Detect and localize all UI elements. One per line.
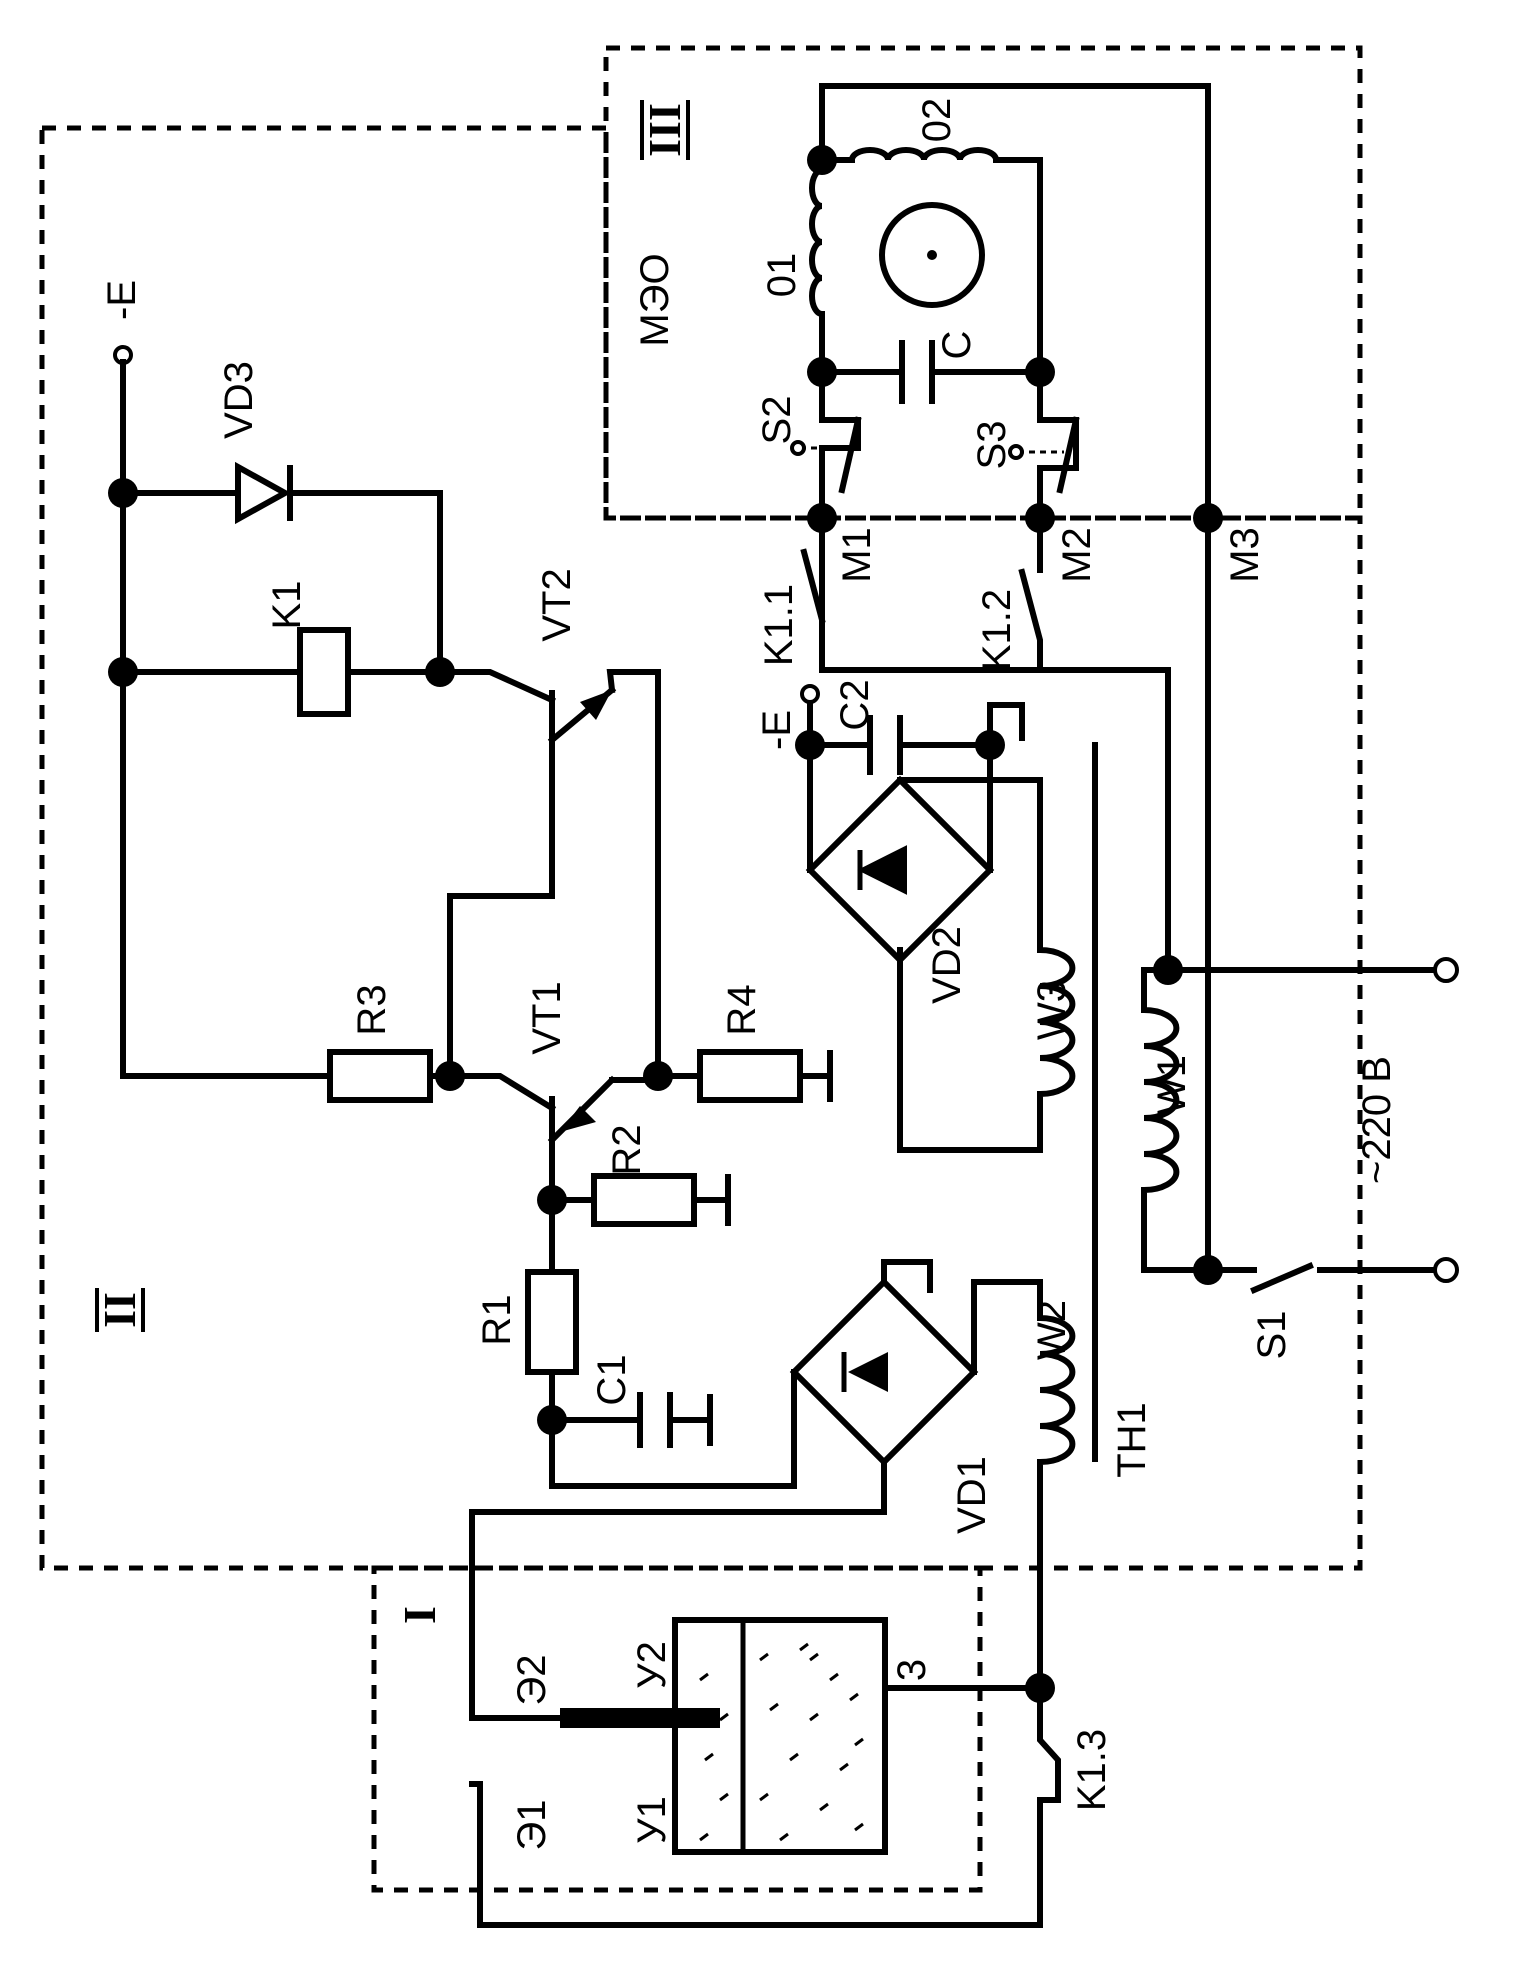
resistor-r4 [697, 1049, 803, 1103]
label-r4: R4 [720, 984, 764, 1035]
relay-driver [108, 345, 661, 1079]
label-vt1: VT1 [525, 981, 569, 1054]
block-boundaries [39, 45, 1363, 1893]
label-c2: C2 [833, 679, 877, 730]
label-vt2: VT2 [535, 568, 579, 641]
label-s1: S1 [1250, 1311, 1294, 1360]
block-iii-boundary [603, 45, 1363, 521]
label-tank-bottom: 3 [890, 1659, 934, 1681]
resistor-r3 [327, 1049, 433, 1103]
mains-input [1165, 957, 1459, 1294]
label-k1: K1 [265, 581, 309, 630]
label-e1: Э1 [510, 1800, 554, 1851]
block-iii-label: III [639, 103, 690, 157]
label-vd3: VD3 [217, 361, 261, 439]
label-s3: S3 [970, 421, 1014, 470]
block-ii-boundary [39, 125, 1363, 1571]
label-e2: Э2 [510, 1655, 554, 1706]
label-r2: R2 [605, 1124, 649, 1175]
relay-contacts [800, 515, 1171, 973]
block-i-label: I [394, 1606, 445, 1624]
label-vd2: VD2 [925, 926, 969, 1004]
label-winding-02: 02 [915, 98, 959, 143]
label-w1: W1 [1150, 1055, 1194, 1115]
label-k1-3: K1.3 [1070, 1729, 1114, 1811]
label-th1: TH1 [1110, 1402, 1154, 1478]
label-supply-right: -E [755, 710, 799, 750]
label-m1: M1 [835, 527, 879, 583]
label-mains: ~220 В [1355, 1056, 1399, 1184]
label-winding-01: 01 [760, 253, 804, 298]
label-supply-top: -E [100, 280, 144, 320]
label-u1: У1 [630, 1796, 674, 1844]
label-w3: W3 [1030, 980, 1074, 1040]
relay-coil-k1 [297, 627, 351, 717]
label-c: C [935, 331, 979, 360]
block-labels: II III I МЭО [94, 100, 690, 1624]
label-m2: M2 [1055, 527, 1099, 583]
mains-terminal-top [1433, 957, 1459, 983]
label-vd1: VD1 [950, 1456, 994, 1534]
component-labels: -E VD3 K1 VT2 R3 VT1 R4 R2 R1 C1 VD1 W2 … [100, 98, 1399, 1851]
resistor-r2 [591, 1173, 697, 1227]
tank [672, 1617, 888, 1855]
label-u2: У2 [630, 1641, 674, 1689]
electrode-e2 [560, 1710, 720, 1728]
label-s2: S2 [755, 396, 799, 445]
label-r3: R3 [350, 984, 394, 1035]
block-i-boundary [371, 1565, 983, 1893]
mains-terminal-bottom [1433, 1257, 1459, 1283]
label-c1: C1 [590, 1354, 634, 1405]
label-m3: M3 [1223, 527, 1267, 583]
rectifier-vd2 [795, 684, 1043, 965]
resistor-r1 [525, 1269, 579, 1375]
level-sensor [469, 1617, 1061, 1928]
label-r1: R1 [475, 1294, 519, 1345]
label-k1-2: K1.2 [975, 589, 1019, 671]
transformer-th1 [897, 742, 1223, 1691]
amplifier-vt1 [327, 1049, 833, 1448]
rectifier-vd1 [469, 1259, 979, 1721]
label-k1-1: K1.1 [757, 584, 801, 666]
actuator-name-label: МЭО [633, 253, 677, 346]
block-ii-label: II [94, 1292, 145, 1328]
label-w2: W2 [1030, 1300, 1074, 1360]
